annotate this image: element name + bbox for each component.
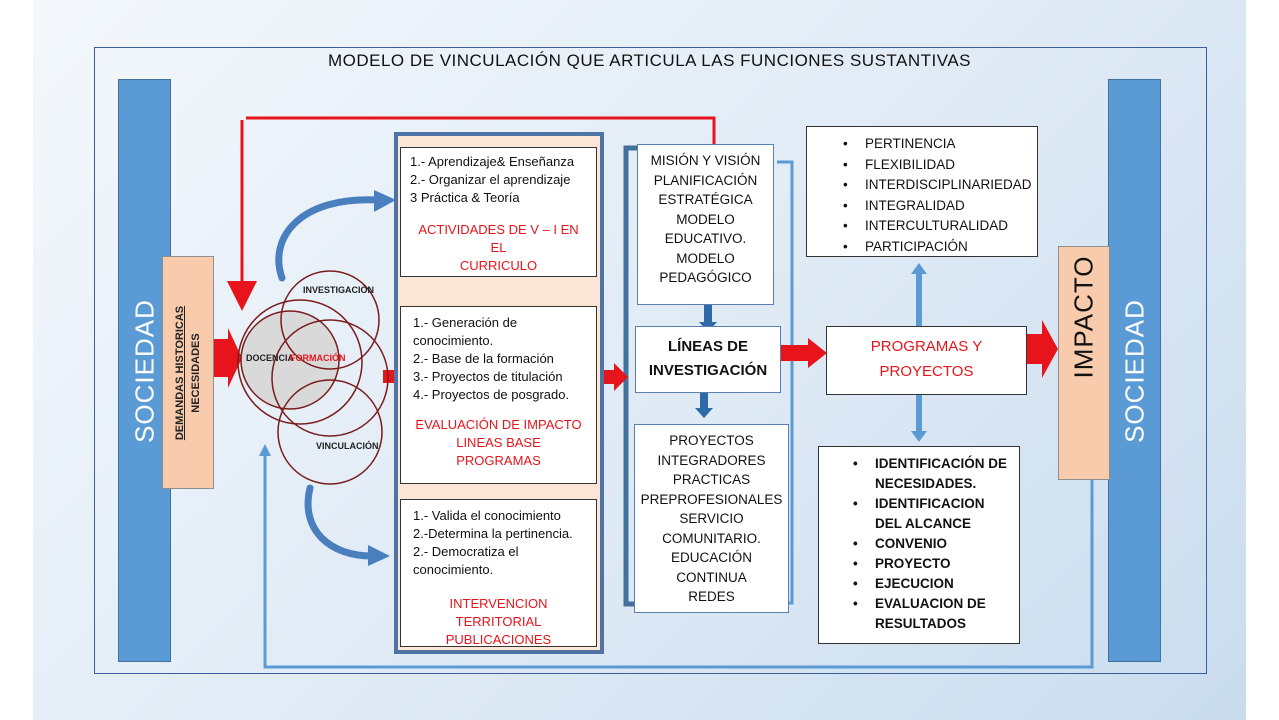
impacto-label: IMPACTO	[1068, 255, 1099, 379]
principio-4: INTEGRALIDAD	[837, 196, 1037, 217]
circle-outer	[237, 299, 363, 425]
label-vinculacion: VINCULACIÓN	[316, 441, 379, 451]
proyectos-line-5: SERVICIO	[679, 511, 744, 526]
circle-investigacion	[280, 270, 380, 370]
actividades-red-1: ACTIVIDADES DE V – I EN EL	[418, 222, 579, 255]
intervencion-item-4: conocimiento.	[413, 562, 494, 577]
circle-formacion	[271, 319, 389, 437]
intervencion-item-2: 2.-Determina la pertinencia.	[413, 526, 573, 541]
principio-3: INTERDISCIPLINARIEDAD	[837, 175, 1037, 196]
evaluacion-item-2: conocimiento.	[413, 333, 494, 348]
right-bracket	[777, 160, 794, 605]
paso-3: CONVENIO	[847, 534, 1019, 554]
principio-5: INTERCULTURALIDAD	[837, 216, 1037, 237]
box-programas: PROGRAMAS Y PROYECTOS	[826, 326, 1027, 395]
proyectos-line-2: INTEGRADORES	[657, 452, 766, 468]
box-lineas: LÍNEAS DE INVESTIGACIÓN	[635, 326, 781, 393]
up-arrow-shaft	[916, 272, 922, 326]
box-intervencion: 1.- Valida el conocimiento 2.-Determina …	[400, 499, 597, 647]
demandas-box: DEMANDAS HISTORICAS NECESIDADES	[162, 256, 214, 489]
evaluacion-item-3: 2.- Base de la formación	[413, 351, 554, 366]
circle-vinculacion	[277, 379, 383, 485]
blue-arrow-head-2	[695, 408, 713, 418]
proyectos-line-1: PROYECTOS	[669, 433, 754, 448]
label-formacion: FORMACIÓN	[290, 353, 346, 363]
principio-6: PARTICIPACIÓN	[837, 237, 1037, 258]
down-arrow-shaft	[916, 395, 922, 433]
mision-line-1: MISIÓN Y VISIÓN	[650, 153, 761, 168]
curved-arrow-bottom-head	[368, 545, 390, 566]
proyectos-line-6: COMUNITARIO.	[662, 530, 761, 546]
actividades-item-1: 1.- Aprendizaje& Enseñanza	[410, 154, 575, 169]
intervencion-red-2: PUBLICACIONES	[445, 632, 552, 647]
curved-arrow-bottom	[304, 484, 376, 560]
proyectos-line-4: PREPROFESIONALES	[640, 491, 783, 507]
proyectos-line-8: CONTINUA	[676, 569, 747, 585]
red-arrow-evaluacion	[601, 363, 628, 391]
impacto-box: IMPACTO	[1058, 246, 1110, 480]
lineas-line-1: LÍNEAS DE	[667, 338, 748, 355]
intervencion-red-1: INTERVENCION TERRITORIAL	[449, 596, 548, 629]
red-feedback-line	[246, 116, 716, 144]
label-investigacion: INVESTIGACIÓN	[303, 285, 375, 295]
lineas-line-2: INVESTIGACIÓN	[648, 362, 768, 379]
programas-line-1: PROGRAMAS Y	[870, 338, 983, 355]
diagram-frame	[94, 47, 1207, 674]
evaluacion-red-1: EVALUACIÓN DE IMPACTO	[415, 417, 582, 432]
mision-line-2: PLANIFICACIÓN	[653, 172, 758, 188]
mision-line-4: MODELO	[676, 211, 735, 227]
red-arrow-impacto	[1027, 320, 1058, 378]
left-sidebar-label: SOCIEDAD	[129, 298, 159, 443]
diagram-title: MODELO DE VINCULACIÓN QUE ARTICULA LAS F…	[327, 51, 972, 70]
box-mision: MISIÓN Y VISIÓN PLANIFICACIÓN ESTRATÉGIC…	[637, 144, 774, 305]
evaluacion-red-2: LINEAS BASE PROGRAMAS	[456, 435, 541, 468]
paso-5: EJECUCION	[847, 574, 1019, 594]
actividades-item-2: 2.- Organizar el aprendizaje	[410, 172, 571, 187]
intervencion-item-3: 2.- Democratiza el	[413, 544, 519, 559]
proyectos-line-9: REDES	[688, 589, 735, 604]
red-arrow-demandas	[214, 328, 242, 388]
mision-line-7: PEDAGÓGICO	[659, 270, 752, 285]
red-small-block	[383, 370, 396, 383]
mision-line-3: ESTRATÉGICA	[658, 192, 753, 207]
paso-4: PROYECTO	[847, 554, 1019, 574]
label-docencia: DOCENCIA	[246, 353, 295, 363]
proyectos-line-7: EDUCACIÓN	[670, 550, 752, 565]
box-principios: PERTINENCIA FLEXIBILIDAD INTERDISCIPLINA…	[806, 126, 1038, 257]
evaluacion-item-5: 4.- Proyectos de posgrado.	[413, 387, 570, 402]
actividades-red-2: CURRICULO	[459, 258, 538, 273]
evaluacion-item-4: 3.- Proyectos de titulación	[413, 369, 563, 384]
programas-line-2: PROYECTOS	[879, 363, 974, 380]
up-arrow-head	[911, 263, 927, 274]
necesidades-label: NECESIDADES	[190, 332, 202, 413]
principio-1: PERTINENCIA	[837, 134, 1037, 155]
down-arrow-head	[911, 431, 927, 442]
box-evaluacion: 1.- Generación de conocimiento. 2.- Base…	[400, 306, 597, 484]
blue-arrow-shaft-1	[704, 305, 712, 325]
actividades-item-3: 3 Práctica & Teoría	[410, 190, 520, 205]
blue-feedback-line	[263, 444, 1094, 669]
principio-2: FLEXIBILIDAD	[837, 155, 1037, 176]
blue-arrow-shaft-2	[700, 392, 708, 410]
box-proyectos: PROYECTOS INTEGRADORES PRACTICAS PREPROF…	[634, 424, 789, 613]
red-arrow-lineas	[781, 338, 827, 368]
intervencion-item-1: 1.- Valida el conocimiento	[413, 508, 561, 523]
proyectos-line-3: PRACTICAS	[672, 472, 751, 487]
mision-line-5: EDUCATIVO.	[664, 231, 747, 246]
right-sidebar-label: SOCIEDAD	[1119, 298, 1149, 443]
demandas-label: DEMANDAS HISTORICAS	[174, 305, 186, 440]
blue-feedback-arrowhead	[259, 444, 271, 456]
curved-arrow-top-head	[374, 190, 396, 212]
box-actividades: 1.- Aprendizaje& Enseñanza 2.- Organizar…	[400, 147, 597, 277]
mision-line-6: MODELO	[676, 250, 735, 266]
right-sidebar: SOCIEDAD	[1108, 79, 1161, 662]
evaluacion-item-1: 1.- Generación de	[413, 315, 518, 330]
circle-docencia	[240, 310, 340, 410]
curved-arrow-top	[275, 196, 382, 282]
